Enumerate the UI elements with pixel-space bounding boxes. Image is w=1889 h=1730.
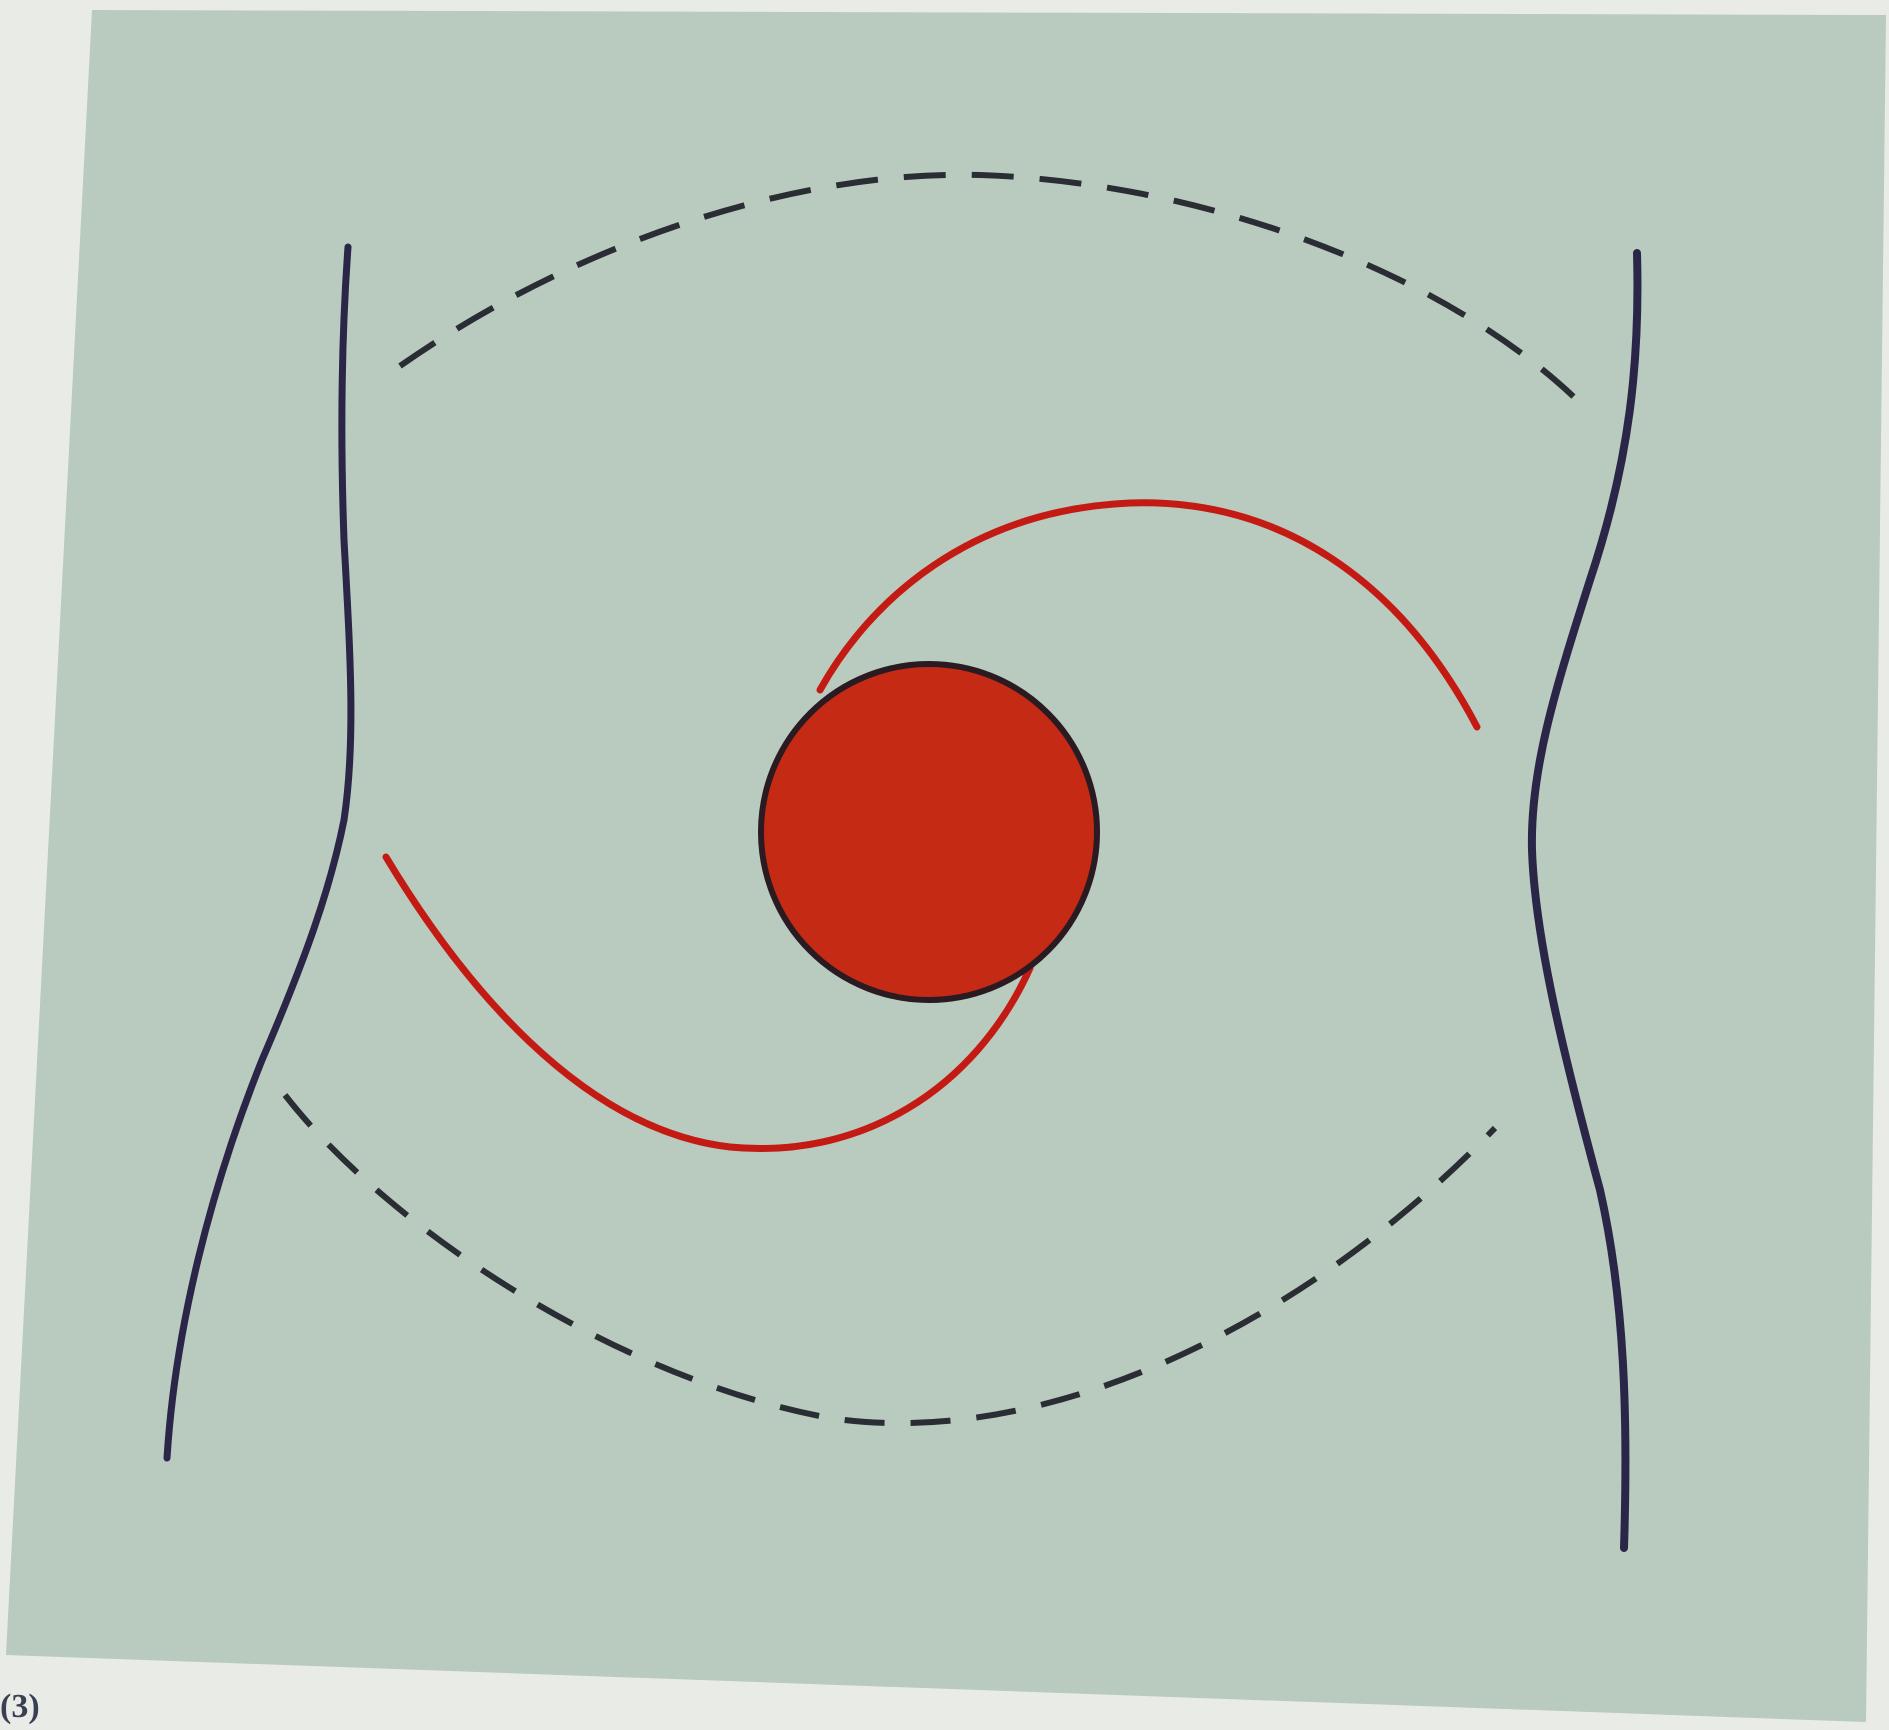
figure-caption: (3) <box>0 1690 40 1724</box>
umbilicus-circle <box>761 664 1097 1000</box>
